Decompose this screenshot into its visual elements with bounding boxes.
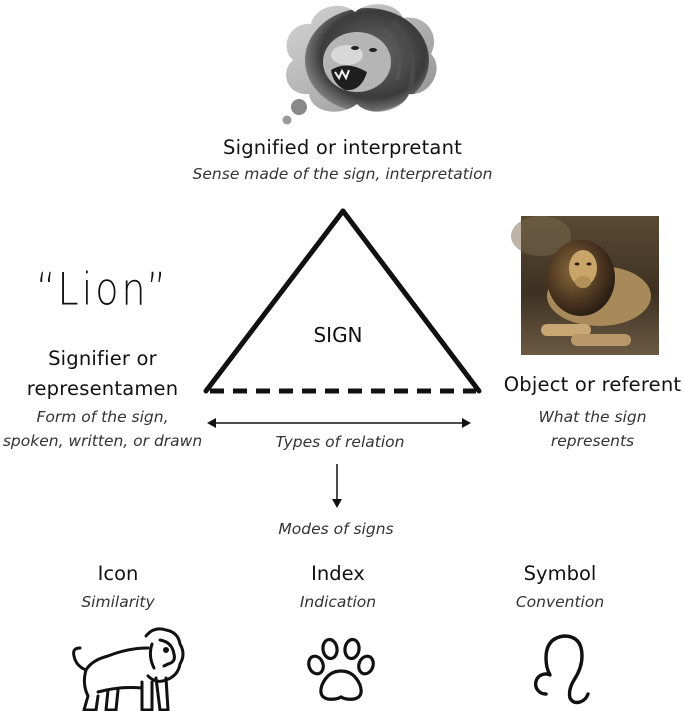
mode-index-title: Index: [311, 562, 365, 585]
signifier-title-line2: representamen: [26, 377, 179, 400]
leo-zodiac-icon: [533, 634, 590, 705]
relation-arrow-right-head: [462, 418, 471, 428]
down-arrow-head: [332, 499, 342, 508]
signifier-title: Signifier or representamen: [0, 344, 205, 404]
relation-label: Types of relation: [275, 433, 405, 451]
mode-icon-title: Icon: [97, 562, 139, 585]
thought-bubble-lion-image: [282, 4, 437, 125]
signifier-subtitle-line1: Form of the sign,: [36, 408, 169, 426]
mode-index-subtitle: Indication: [299, 593, 377, 611]
triangle-left-edge: [203, 208, 346, 394]
mode-icon-subtitle: Similarity: [81, 593, 155, 611]
relation-arrow-left-head: [207, 418, 216, 428]
signified-title: Signified or interpretant: [223, 136, 462, 159]
triangle-right-edge: [340, 208, 482, 394]
object-subtitle-line2: represents: [550, 432, 635, 450]
object-subtitle-line1: What the sign: [538, 408, 647, 426]
lion-photo-image: [511, 216, 659, 355]
signified-subtitle: Sense made of the sign, interpretation: [192, 165, 493, 183]
signifier-title-line1: Signifier or: [48, 347, 157, 370]
signifier-quote: “Lion”: [36, 263, 170, 315]
signifier-subtitle-line2: spoken, written, or drawn: [2, 432, 203, 450]
object-subtitle: What the sign represents: [500, 405, 685, 453]
sign-label: SIGN: [313, 323, 363, 347]
paw-print-icon: [307, 637, 375, 701]
lion-outline-icon: [72, 627, 185, 711]
signifier-subtitle: Form of the sign, spoken, written, or dr…: [0, 405, 205, 453]
object-title: Object or referent: [503, 373, 682, 396]
mode-symbol-title: Symbol: [523, 562, 597, 585]
mode-symbol-subtitle: Convention: [515, 593, 605, 611]
modes-label: Modes of signs: [278, 520, 394, 538]
